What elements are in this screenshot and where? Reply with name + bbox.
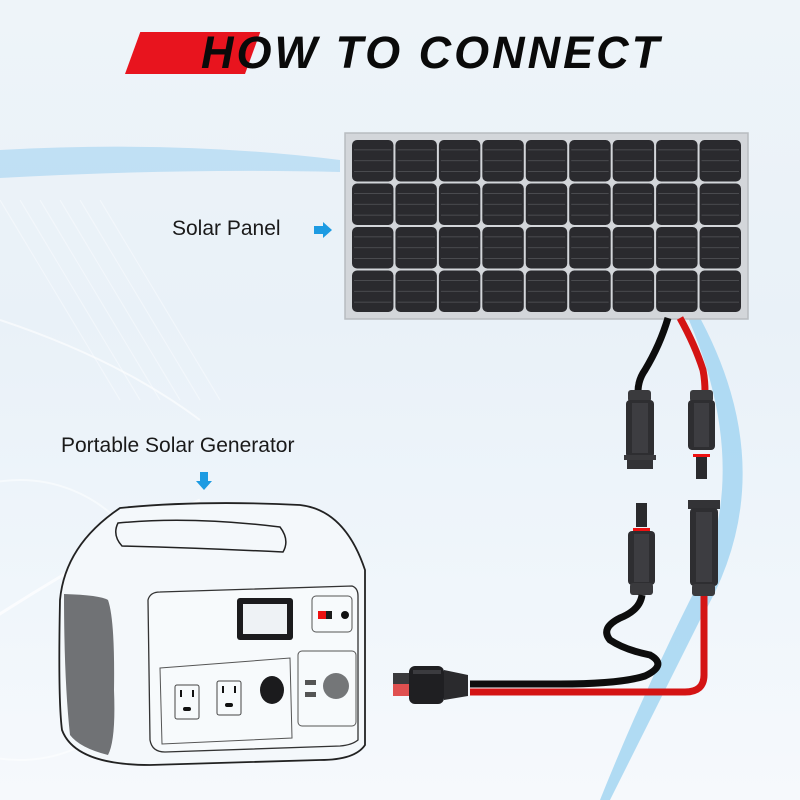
title-banner: HOW TO CONNECT: [117, 27, 717, 78]
portable-solar-generator: [58, 502, 366, 766]
generator-label-text: Portable Solar Generator: [61, 434, 295, 457]
arrow-down-icon: [196, 472, 212, 490]
mc4-connector-male-bottom: [628, 503, 655, 595]
solar-panel: [344, 132, 749, 320]
generator-label: Portable Solar Generator: [61, 434, 294, 458]
solar-panel-label-text: Solar Panel: [172, 217, 281, 240]
mc4-connector-female-bottom: [688, 500, 720, 596]
solar-panel-label: Solar Panel: [172, 217, 281, 241]
mc4-connector-female-top: [624, 390, 656, 469]
anderson-plug: [393, 666, 468, 704]
page-title: HOW TO CONNECT: [201, 27, 663, 78]
mc4-connector-male-top: [688, 390, 715, 479]
arrow-right-icon: [314, 222, 332, 238]
